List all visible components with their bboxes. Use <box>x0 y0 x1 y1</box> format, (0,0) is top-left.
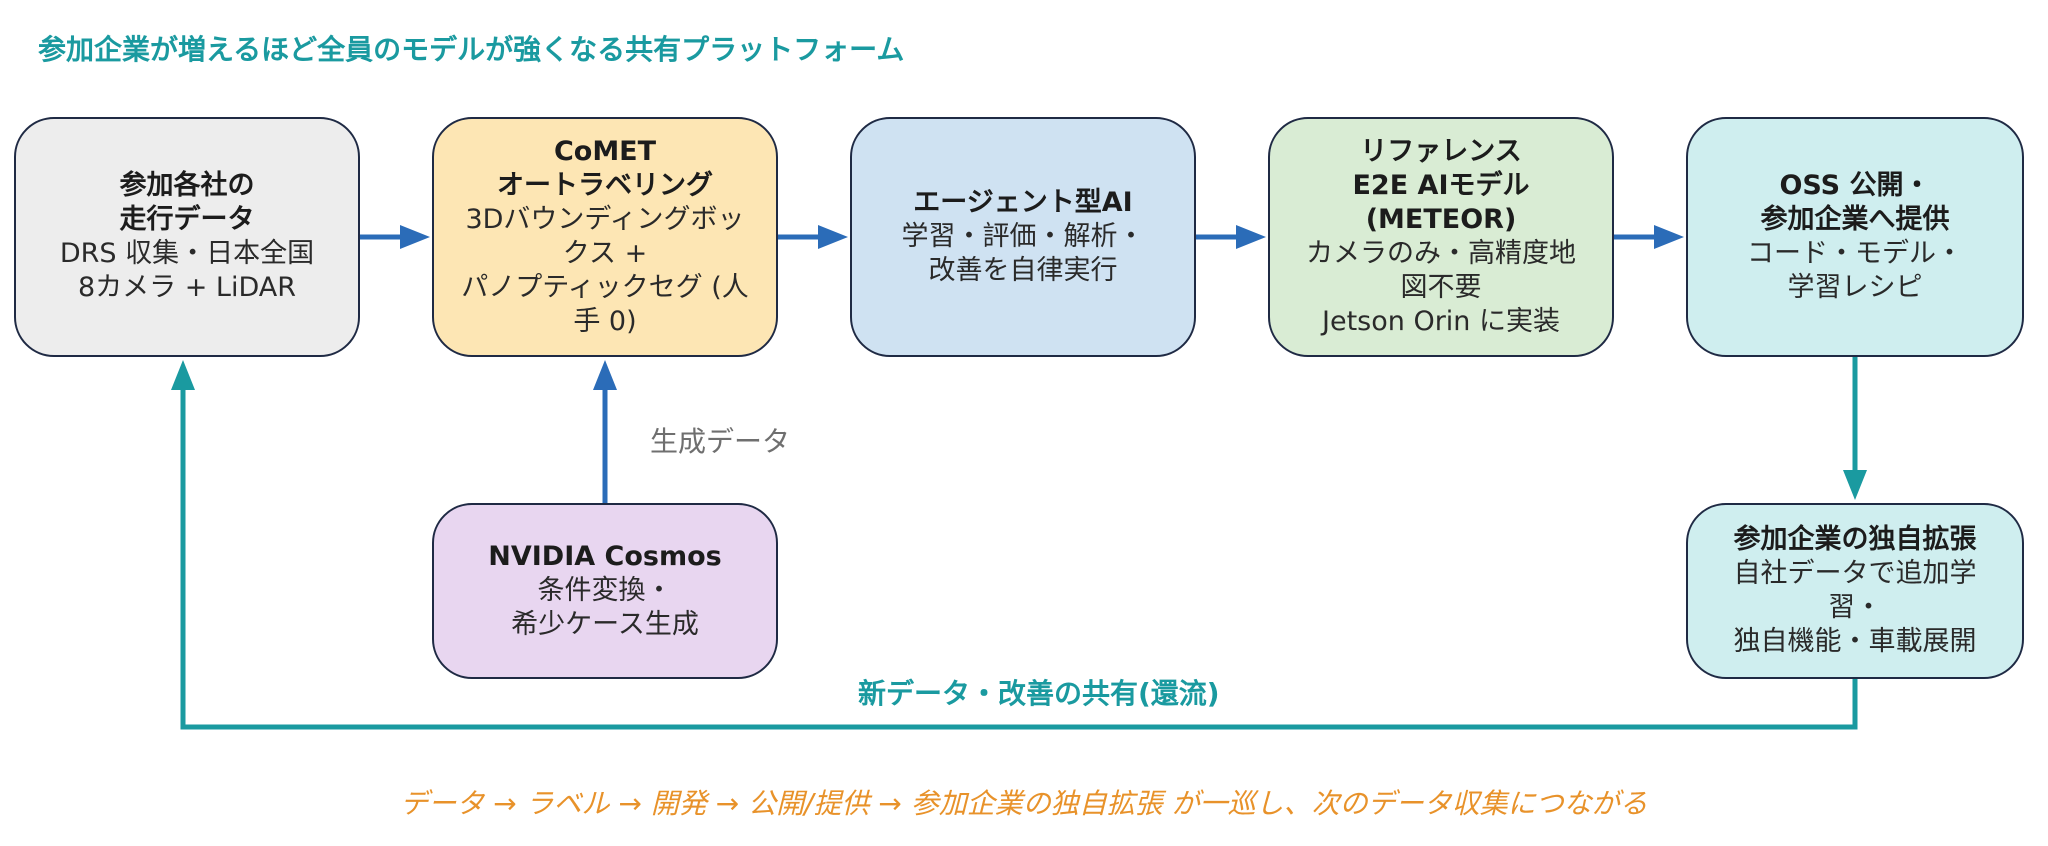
provide-arrow <box>1843 357 1867 500</box>
cosmos-title: NVIDIA Cosmos <box>488 541 722 572</box>
oss-title: OSS 公開・ 参加企業へ提供 <box>1760 170 1950 235</box>
agent-ai-title: エージェント型AI <box>913 187 1133 218</box>
extension-box: 参加企業の独自拡張 自社データで追加学 習・ 独自機能・車載展開 <box>1686 503 2024 679</box>
flow-arrow-3 <box>1196 225 1266 249</box>
cosmos-body: 条件変換・ 希少ケース生成 <box>511 575 699 640</box>
reference-model-box: リファレンス E2E AIモデル (METEOR) カメラのみ・高精度地 図不要… <box>1268 117 1614 357</box>
flow-arrow-1 <box>360 225 430 249</box>
agent-ai-box: エージェント型AI 学習・評価・解析・ 改善を自律実行 <box>850 117 1196 357</box>
comet-title: CoMET オートラベリング <box>497 136 713 201</box>
extension-body: 自社データで追加学 習・ 独自機能・車載展開 <box>1733 558 1977 657</box>
extension-title: 参加企業の独自拡張 <box>1733 524 1977 555</box>
participant-data-body: DRS 収集・日本全国 8カメラ + LiDAR <box>59 238 315 303</box>
comet-box: CoMET オートラベリング 3Dバウンディングボッ クス + パノプティックセ… <box>432 117 778 357</box>
participant-data-title: 参加各社の 走行データ <box>119 170 255 235</box>
flow-arrow-2 <box>778 225 848 249</box>
cosmos-box: NVIDIA Cosmos 条件変換・ 希少ケース生成 <box>432 503 778 679</box>
feedback-loop-arrow <box>171 360 1858 730</box>
agent-ai-body: 学習・評価・解析・ 改善を自律実行 <box>901 221 1145 286</box>
flow-arrow-4 <box>1614 225 1684 249</box>
footer-caption: データ → ラベル → 開発 → 公開/提供 → 参加企業の独自拡張 が一巡し、… <box>400 787 1648 820</box>
diagram-title: 参加企業が増えるほど全員のモデルが強くなる共有プラットフォーム <box>38 33 905 66</box>
generated-data-label: 生成データ <box>650 425 791 458</box>
reference-model-title: リファレンス E2E AIモデル (METEOR) <box>1352 136 1530 235</box>
oss-box: OSS 公開・ 参加企業へ提供 コード・モデル・ 学習レシピ <box>1686 117 2024 357</box>
participant-data-box: 参加各社の 走行データ DRS 収集・日本全国 8カメラ + LiDAR <box>14 117 360 357</box>
generated-data-arrow <box>593 360 617 503</box>
oss-body: コード・モデル・ 学習レシピ <box>1747 238 1963 303</box>
reference-model-body: カメラのみ・高精度地 図不要 Jetson Orin に実装 <box>1306 238 1576 337</box>
comet-body: 3Dバウンディングボッ クス + パノプティックセグ (人 手 0) <box>461 204 749 337</box>
feedback-loop-label: 新データ・改善の共有(還流) <box>858 677 1220 710</box>
